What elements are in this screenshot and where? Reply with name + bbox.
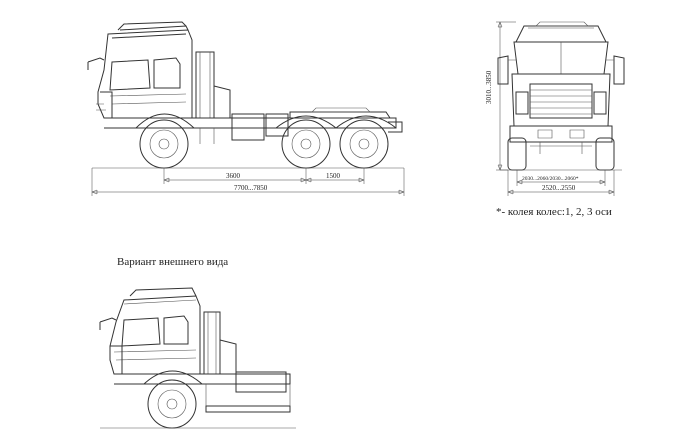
variant-front-wheel [148, 380, 196, 428]
side-view-truck [88, 22, 404, 168]
front-view-truck [498, 22, 624, 170]
dim-track: 2030...2060/2030...2060* [522, 176, 579, 182]
dim-overall-width: 2520...2550 [542, 184, 576, 192]
variant-side-view-truck [100, 288, 296, 428]
dim-wheelbase-front: 3600 [226, 172, 241, 180]
rear-wheel [340, 120, 388, 168]
dim-wheelbase-rear: 1500 [326, 172, 341, 180]
dim-overall-length: 7700...7850 [234, 184, 268, 192]
front-wheel [140, 120, 188, 168]
track-footnote: *- колея колес:1, 2, 3 оси [496, 206, 612, 218]
front-view-dimensions: 3010...3850 2030...2060/2030...2060* 252… [485, 22, 614, 196]
middle-wheel [282, 120, 330, 168]
variant-caption: Вариант внешнего вида [117, 256, 229, 268]
dim-height: 3010...3850 [485, 70, 493, 104]
side-view-dimensions: 3600 1500 7700...7850 [92, 168, 404, 196]
